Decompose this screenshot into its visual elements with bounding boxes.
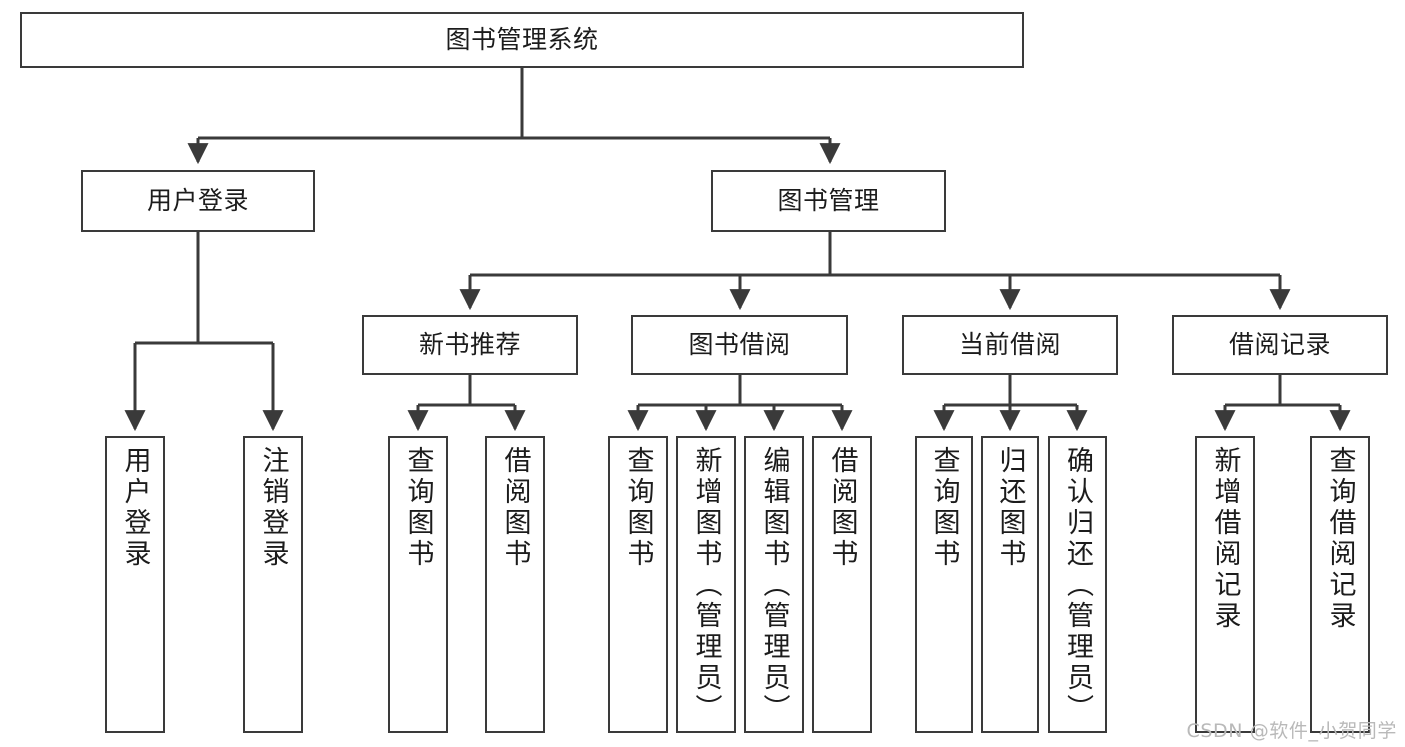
node-leaf-add-record[interactable]: 新增借阅记录: [1195, 436, 1255, 733]
node-book-borrow-label: 图书借阅: [688, 330, 791, 359]
node-leaf-query-book-borrow-label: 查询图书: [622, 446, 654, 570]
node-leaf-borrow-book-rec-label: 借阅图书: [499, 446, 531, 570]
node-leaf-user-login[interactable]: 用户登录: [105, 436, 165, 733]
node-root[interactable]: 图书管理系统: [20, 12, 1024, 68]
node-leaf-user-login-label: 用户登录: [119, 446, 151, 570]
csdn-watermark: CSDN @软件_小贺同学: [1186, 720, 1397, 742]
node-leaf-query-record[interactable]: 查询借阅记录: [1310, 436, 1370, 733]
node-leaf-confirm-return[interactable]: 确认归还（管理员）: [1048, 436, 1107, 733]
node-leaf-return-book-label: 归还图书: [994, 446, 1026, 570]
node-borrow-record-label: 借阅记录: [1228, 330, 1331, 359]
node-leaf-user-logout[interactable]: 注销登录: [243, 436, 303, 733]
node-root-label: 图书管理系统: [445, 25, 599, 54]
node-leaf-query-book-cur-label: 查询图书: [928, 446, 960, 570]
node-user-login-label: 用户登录: [146, 186, 249, 215]
node-new-book-rec[interactable]: 新书推荐: [362, 315, 578, 375]
node-leaf-confirm-return-label: 确认归还（管理员）: [1062, 446, 1093, 725]
node-leaf-edit-book[interactable]: 编辑图书（管理员）: [744, 436, 804, 733]
node-leaf-borrow-book-rec[interactable]: 借阅图书: [485, 436, 545, 733]
node-leaf-add-book-label: 新增图书（管理员）: [690, 446, 722, 725]
node-leaf-query-record-label: 查询借阅记录: [1324, 446, 1356, 632]
node-leaf-borrow-book[interactable]: 借阅图书: [812, 436, 872, 733]
node-borrow-record[interactable]: 借阅记录: [1172, 315, 1388, 375]
node-leaf-edit-book-label: 编辑图书（管理员）: [758, 446, 790, 725]
node-leaf-add-book[interactable]: 新增图书（管理员）: [676, 436, 736, 733]
node-current-borrow-label: 当前借阅: [958, 330, 1061, 359]
node-leaf-add-record-label: 新增借阅记录: [1209, 446, 1241, 632]
node-book-manage-label: 图书管理: [777, 186, 880, 215]
node-leaf-user-logout-label: 注销登录: [257, 446, 289, 570]
node-user-login[interactable]: 用户登录: [81, 170, 315, 232]
node-leaf-query-book-rec[interactable]: 查询图书: [388, 436, 448, 733]
node-leaf-query-book-cur[interactable]: 查询图书: [915, 436, 973, 733]
node-leaf-query-book-rec-label: 查询图书: [402, 446, 434, 570]
node-current-borrow[interactable]: 当前借阅: [902, 315, 1118, 375]
node-book-manage[interactable]: 图书管理: [711, 170, 946, 232]
node-leaf-borrow-book-label: 借阅图书: [826, 446, 858, 570]
node-book-borrow[interactable]: 图书借阅: [631, 315, 848, 375]
node-leaf-query-book-borrow[interactable]: 查询图书: [608, 436, 668, 733]
node-leaf-return-book[interactable]: 归还图书: [981, 436, 1039, 733]
node-new-book-rec-label: 新书推荐: [418, 330, 521, 359]
